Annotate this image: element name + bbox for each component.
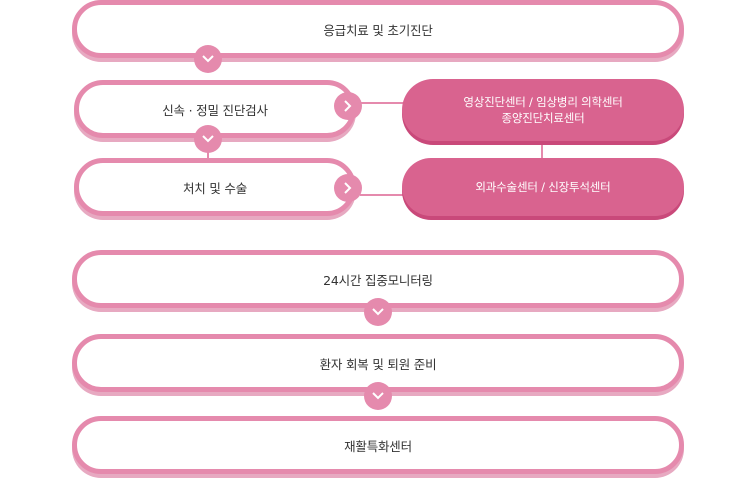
center-label: 외과수술센터 / 신장투석센터 (475, 180, 611, 194)
center-surgery-dialysis: 외과수술센터 / 신장투석센터 (402, 158, 684, 216)
center-imaging-diagnosis: 영상진단센터 / 임상병리 의학센터 종양진단치료센터 (402, 79, 684, 141)
step-label: 처치 및 수술 (182, 180, 248, 196)
center-label-line2: 종양진단치료센터 (501, 111, 585, 125)
step-label: 환자 회복 및 퇴원 준비 (319, 356, 437, 372)
center-label-line1: 영상진단센터 / 임상병리 의학센터 (463, 95, 623, 109)
connector-line (360, 194, 408, 196)
step-emergency-treatment: 응급치료 및 초기진단 (72, 0, 684, 58)
chevron-down-icon (364, 382, 392, 410)
step-label: 24시간 집중모니터링 (323, 272, 433, 288)
chevron-right-icon (334, 92, 362, 120)
chevron-down-icon (364, 298, 392, 326)
connector-line (360, 102, 408, 104)
chevron-down-icon (194, 125, 222, 153)
step-label: 재활특화센터 (344, 438, 412, 454)
connector-line (541, 140, 543, 160)
chevron-right-icon (334, 174, 362, 202)
step-label: 신속 · 정밀 진단검사 (162, 102, 268, 118)
step-rehabilitation: 재활특화센터 (72, 416, 684, 474)
step-treatment-surgery: 처치 및 수술 (74, 158, 356, 216)
step-label: 응급치료 및 초기진단 (323, 22, 433, 38)
chevron-down-icon (194, 45, 222, 73)
